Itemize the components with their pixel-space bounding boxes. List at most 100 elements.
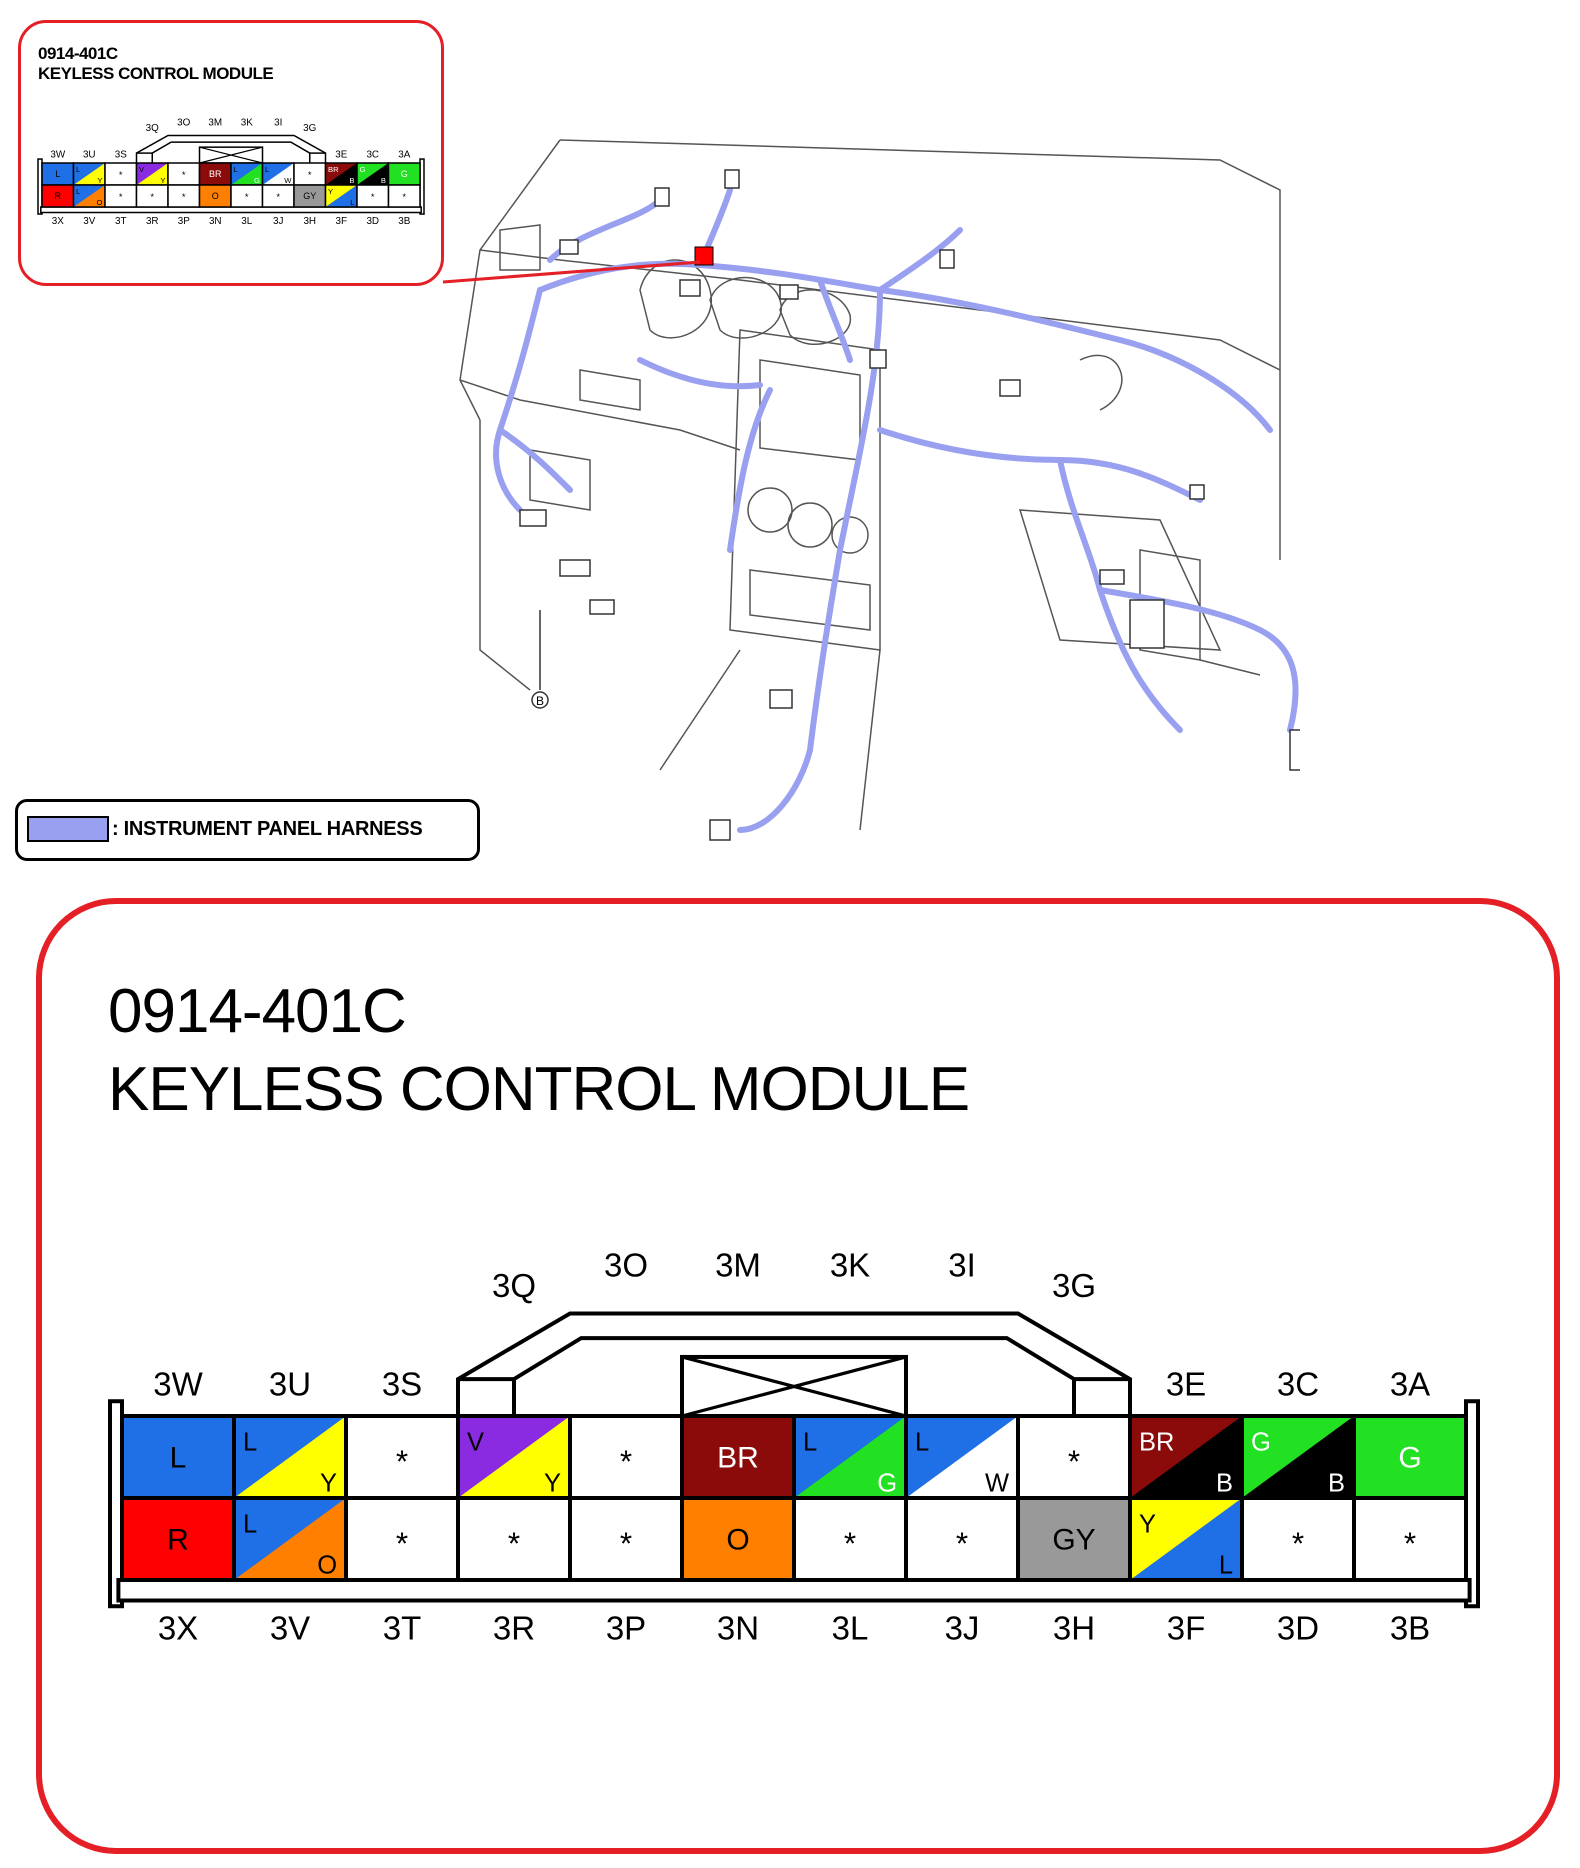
pin-wire-color: G bbox=[360, 165, 366, 174]
connector-pin: * bbox=[1352, 1496, 1468, 1582]
connector-pin: * bbox=[1240, 1496, 1356, 1582]
pin-wire-color: V bbox=[467, 1428, 484, 1456]
pin-empty-mark: * bbox=[396, 1525, 408, 1561]
pin-wire-color: BR bbox=[1139, 1428, 1174, 1456]
pin-label-top: 3E bbox=[335, 150, 347, 161]
pin-label-bottom: 3V bbox=[270, 1610, 310, 1647]
pin-label-top: 3C bbox=[1277, 1366, 1319, 1403]
pin-wire-color: R bbox=[167, 1524, 189, 1557]
pin-label-top: 3I bbox=[274, 118, 282, 129]
connector-pin: GY bbox=[293, 184, 327, 208]
pin-label-bottom: 3J bbox=[273, 216, 283, 227]
pin-label-bottom: 3V bbox=[83, 216, 95, 227]
pin-tracer-color: G bbox=[254, 176, 260, 185]
pin-empty-mark: * bbox=[119, 192, 123, 203]
connector-pin: BRB bbox=[1128, 1414, 1244, 1500]
pin-label-top: 3A bbox=[1390, 1366, 1430, 1403]
pin-label-top: 3K bbox=[241, 118, 253, 129]
connector-pin: * bbox=[344, 1496, 460, 1582]
pin-label-bottom: 3J bbox=[945, 1610, 980, 1647]
connector-pin: * bbox=[344, 1414, 460, 1500]
pin-wire-color: BR bbox=[209, 169, 222, 179]
pin-empty-mark: * bbox=[182, 192, 186, 203]
small-connector-name: KEYLESS CONTROL MODULE bbox=[38, 64, 274, 83]
connector-pin: LW bbox=[904, 1414, 1020, 1500]
pin-tracer-color: B bbox=[1328, 1469, 1345, 1497]
pin-empty-mark: * bbox=[150, 192, 154, 203]
large-connector-callout bbox=[36, 898, 1560, 1854]
pin-wire-color: G bbox=[1398, 1442, 1421, 1475]
pin-label-top: 3G bbox=[1052, 1267, 1096, 1304]
pin-wire-color: G bbox=[1251, 1428, 1271, 1456]
pin-label-bottom: 3X bbox=[52, 216, 64, 227]
pin-empty-mark: * bbox=[182, 170, 186, 181]
pin-tracer-color: W bbox=[284, 176, 292, 185]
pin-label-top: 3O bbox=[604, 1247, 648, 1284]
lock-hood-outer bbox=[135, 134, 327, 163]
pin-label-bottom: 3F bbox=[1167, 1610, 1206, 1647]
connector-pin: LO bbox=[232, 1496, 348, 1582]
pin-wire-color: Y bbox=[328, 187, 333, 196]
pin-wire-color: O bbox=[726, 1524, 749, 1557]
connector-pin: LG bbox=[792, 1414, 908, 1500]
pin-wire-color: GY bbox=[303, 191, 316, 201]
pin-label-top: 3U bbox=[83, 150, 96, 161]
pin-label-bottom: 3R bbox=[146, 216, 159, 227]
connector-pin: * bbox=[167, 184, 201, 208]
pin-tracer-color: O bbox=[317, 1551, 337, 1579]
ground-label: B bbox=[536, 694, 544, 708]
pin-wire-color: L bbox=[76, 187, 80, 196]
connector-pin: * bbox=[1016, 1414, 1132, 1500]
pin-label-bottom: 3X bbox=[158, 1610, 198, 1647]
connector-bottom-rail bbox=[116, 1578, 1472, 1603]
pin-label-top: 3K bbox=[830, 1247, 870, 1284]
harness-connectors bbox=[519, 169, 1300, 841]
pin-empty-mark: * bbox=[956, 1525, 968, 1561]
pin-label-top: 3O bbox=[177, 118, 190, 129]
pin-label-top: 3Q bbox=[492, 1267, 536, 1304]
pin-label-top: 3U bbox=[269, 1366, 311, 1403]
pin-label-top: 3W bbox=[50, 150, 65, 161]
pin-tracer-color: Y bbox=[160, 176, 165, 185]
connector-pin: * bbox=[904, 1496, 1020, 1582]
pin-tracer-color: L bbox=[1219, 1551, 1233, 1579]
pin-label-bottom: 3L bbox=[241, 216, 252, 227]
connector-pin: GY bbox=[1016, 1496, 1132, 1582]
pin-tracer-color: B bbox=[381, 176, 386, 185]
pin-empty-mark: * bbox=[620, 1443, 632, 1479]
small-connector-code: 0914-401C bbox=[38, 44, 118, 63]
connector-pin: * bbox=[568, 1414, 684, 1500]
pin-label-bottom: 3H bbox=[1053, 1610, 1095, 1647]
pin-empty-mark: * bbox=[844, 1525, 856, 1561]
pin-label-top: 3A bbox=[398, 150, 410, 161]
connector-pin: VY bbox=[135, 162, 169, 186]
pin-tracer-color: B bbox=[349, 176, 354, 185]
connector-pin: LY bbox=[232, 1414, 348, 1500]
pin-label-bottom: 3T bbox=[383, 1610, 422, 1647]
connector-pin: O bbox=[680, 1496, 796, 1582]
pin-tracer-color: Y bbox=[544, 1469, 561, 1497]
pin-empty-mark: * bbox=[276, 192, 280, 203]
callout-leader-line bbox=[442, 260, 701, 284]
lock-hood-outer bbox=[456, 1311, 1132, 1416]
pin-label-top: 3W bbox=[153, 1366, 203, 1403]
pin-label-bottom: 3P bbox=[606, 1610, 646, 1647]
pin-empty-mark: * bbox=[1068, 1443, 1080, 1479]
pin-empty-mark: * bbox=[402, 192, 406, 203]
pin-label-bottom: 3L bbox=[832, 1610, 869, 1647]
lock-hood-inner bbox=[151, 141, 311, 163]
connector-pin: * bbox=[387, 184, 421, 208]
connector-pin: VY bbox=[456, 1414, 572, 1500]
pin-label-bottom: 3T bbox=[115, 216, 127, 227]
connector-pin: LG bbox=[230, 162, 264, 186]
connector-pin: YL bbox=[1128, 1496, 1244, 1582]
pin-wire-color: L bbox=[234, 165, 238, 174]
pin-label-top: 3C bbox=[366, 150, 379, 161]
pin-label-top: 3I bbox=[948, 1247, 976, 1284]
pin-tracer-color: L bbox=[350, 198, 354, 207]
pin-wire-color: R bbox=[55, 191, 62, 201]
connector-pin: G bbox=[1352, 1414, 1468, 1500]
pin-label-top: 3M bbox=[208, 118, 222, 129]
